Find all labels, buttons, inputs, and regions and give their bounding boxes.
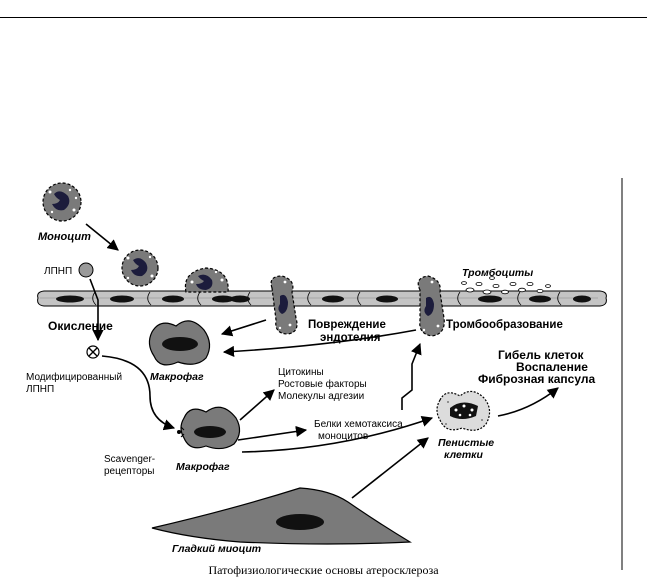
foam-cell [436, 390, 491, 431]
label-modified-ldl-line2: ЛПНП [26, 384, 54, 395]
endothelium-layer [37, 290, 607, 307]
macrophage-mid-cell [177, 406, 241, 450]
label-oxidation: Окисление [48, 319, 113, 333]
label-chemotaxis-line2: моноцитов [318, 431, 368, 442]
label-endothelial-damage-line1: Повреждение [308, 319, 386, 331]
monocyte-rolling [121, 249, 159, 287]
platelets-cluster [461, 276, 551, 295]
figure-caption: Патофизиологические основы атеросклероза [208, 563, 439, 577]
label-growth-factors: Ростовые факторы [278, 378, 367, 390]
transmigrating-monocyte-2 [417, 275, 445, 337]
label-chemotaxis-line1: Белки хемотаксиса [314, 419, 403, 430]
label-thrombosis: Тромбообразование [446, 319, 563, 331]
arrows [85, 223, 559, 499]
label-adhesion-molecules: Молекулы адгезии [278, 391, 364, 402]
label-foam-cells-line1: Пенистые [438, 437, 494, 449]
macrophage-top-cell [148, 320, 211, 366]
label-macrophage-top: Макрофаг [150, 371, 204, 383]
modified-ldl-particle [86, 345, 100, 359]
transmigrating-monocyte-1 [270, 275, 298, 335]
label-ldl: ЛПНП [44, 266, 72, 277]
monocyte-adhering [184, 267, 229, 293]
top-rule [0, 17, 647, 18]
ldl-particle [78, 262, 94, 278]
label-cytokines: Цитокины [278, 367, 324, 378]
label-outcome-inflammation: Воспаление [516, 360, 588, 374]
label-scavenger-line1: Scavenger- [104, 454, 155, 465]
label-outcome-fibrous-cap: Фиброзная капсула [478, 372, 595, 386]
label-macrophage-mid: Макрофаг [176, 461, 230, 473]
label-monocyte: Моноцит [38, 231, 91, 243]
label-scavenger-line2: рецепторы [104, 466, 155, 477]
monocyte-cell [42, 182, 82, 222]
label-modified-ldl-line1: Модифицированный [26, 371, 122, 383]
smooth-myocyte-cell [151, 487, 413, 545]
label-endothelial-damage-line2: эндотелия [320, 332, 380, 344]
label-smooth-myocyte: Гладкий миоцит [172, 543, 261, 555]
label-platelets: Тромбоциты [462, 267, 533, 279]
label-outcome-cell-death: Гибель клеток [498, 348, 584, 362]
label-foam-cells-line2: клетки [444, 449, 483, 461]
